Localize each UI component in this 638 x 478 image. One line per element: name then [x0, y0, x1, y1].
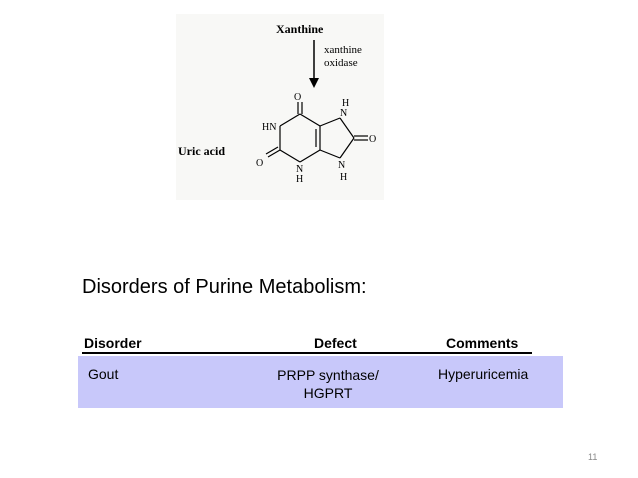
enzyme-label-line2: oxidase [324, 57, 358, 69]
atom-o-right: O [369, 134, 376, 145]
enzyme-label: xanthine oxidase [324, 44, 414, 70]
pyrimidine-ring [265, 102, 321, 163]
atom-n-bottom-right: N [338, 160, 345, 171]
enzyme-label-line1: xanthine [324, 44, 362, 56]
table-header: Disorder Defect Comments [78, 334, 563, 354]
atom-hn: HN [262, 122, 276, 133]
uric-acid-structure: O HN O N H N H O N H [256, 40, 376, 185]
cell-defect: PRPP synthase/ HGPRT [258, 366, 398, 402]
header-disorder: Disorder [84, 335, 142, 351]
atom-n-top-right: N [340, 108, 347, 119]
reaction-arrow-icon [309, 40, 319, 88]
figure-title: Xanthine [276, 22, 324, 36]
atom-h-top-right: H [342, 98, 349, 109]
atom-h-bottom-right: H [340, 172, 347, 183]
page-number: 11 [588, 452, 598, 462]
imidazole-ring [319, 117, 368, 159]
cell-defect-line2: HGPRT [303, 385, 353, 401]
table-row: Gout PRPP synthase/ HGPRT Hyperuricemia [78, 356, 563, 408]
cell-comments: Hyperuricemia [438, 366, 529, 382]
atom-h-bottom: H [296, 174, 303, 185]
atom-o-top: O [294, 92, 301, 103]
cell-disorder: Gout [88, 366, 119, 382]
atom-n-bottom: N [296, 164, 303, 175]
header-comments: Comments [446, 335, 519, 351]
uric-acid-figure: Xanthine xanthine oxidase [176, 14, 384, 200]
product-label: Uric acid [178, 144, 225, 158]
header-defect: Defect [314, 335, 357, 351]
header-divider [82, 352, 532, 354]
cell-defect-line1: PRPP synthase/ [277, 367, 379, 383]
atom-o-left: O [256, 158, 263, 169]
slide-heading: Disorders of Purine Metabolism: [82, 276, 367, 298]
disorders-table: Disorder Defect Comments Gout PRPP synth… [78, 334, 563, 408]
